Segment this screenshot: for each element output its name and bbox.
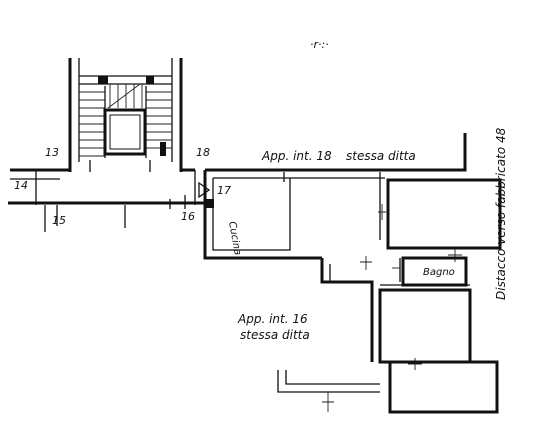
header-mark: ·r·:·: [310, 38, 329, 51]
apartment-16: [277, 288, 499, 414]
point-16: 16: [181, 210, 195, 223]
stair-treads: [79, 83, 172, 158]
label-distacco-fabbricato: Distacco verso fabbricato 48: [494, 127, 508, 300]
label-bagno: Bagno: [423, 267, 455, 278]
point-14: 14: [14, 179, 28, 192]
bathroom: [380, 256, 470, 287]
label-app-int-16: App. int. 16: [237, 312, 308, 326]
point-17: 17: [217, 184, 231, 197]
point-13: 13: [45, 146, 59, 159]
stairwell: [68, 58, 183, 172]
label-stessa-ditta-top: stessa ditta: [346, 149, 416, 163]
label-stessa-ditta-bottom: stessa ditta: [240, 328, 310, 342]
elevator-shaft: [103, 108, 147, 156]
landing-corridor: [8, 168, 214, 232]
point-15: 15: [52, 214, 66, 227]
label-app-int-18: App. int. 18: [261, 149, 332, 163]
label-cucina: Cucina: [226, 221, 243, 256]
point-18: 18: [196, 146, 210, 159]
apartment-18: [203, 133, 502, 362]
